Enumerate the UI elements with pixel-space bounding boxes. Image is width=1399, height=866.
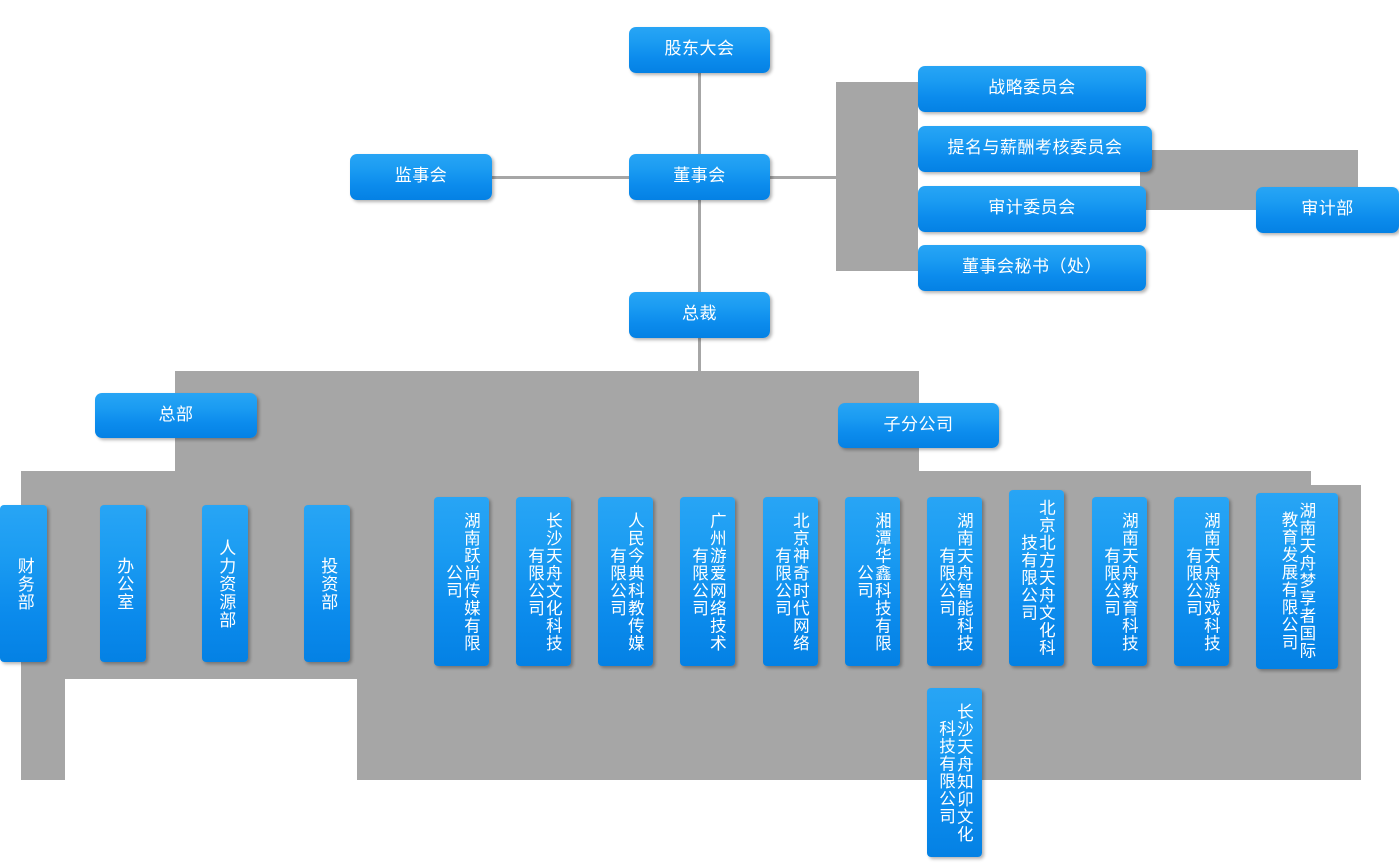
org-lower-backdrop-upper xyxy=(175,371,919,471)
node-supervisory-board[interactable]: 监事会 xyxy=(350,154,492,200)
node-subsidiary-10[interactable]: 湖南天舟梦享者国际教育发展有限公司 xyxy=(1256,493,1338,669)
connector-board-to-president xyxy=(698,200,701,293)
node-label: 子分公司 xyxy=(883,414,954,435)
node-board-secretary-office[interactable]: 董事会秘书（处） xyxy=(918,245,1146,291)
node-committee-audit[interactable]: 审计委员会 xyxy=(918,186,1146,232)
committee-bracket-backdrop xyxy=(836,82,918,271)
node-committee-strategy[interactable]: 战略委员会 xyxy=(918,66,1146,112)
node-label: 湖南天舟智能科技有限公司 xyxy=(936,511,974,652)
node-subsidiary-5[interactable]: 湘潭华鑫科技有限公司 xyxy=(845,497,900,666)
node-label: 董事会 xyxy=(673,166,726,187)
node-label: 北京北方天舟文化科技有限公司 xyxy=(1018,499,1056,657)
node-dept-finance[interactable]: 财务部 xyxy=(0,505,47,662)
node-label: 监事会 xyxy=(394,166,448,187)
node-label: 广州游爱网络技术有限公司 xyxy=(689,511,727,652)
node-label: 办公室 xyxy=(113,556,134,611)
node-committee-nomination-compensation[interactable]: 提名与薪酬考核委员会 xyxy=(918,126,1152,172)
node-subsidiary-6[interactable]: 湖南天舟智能科技有限公司 xyxy=(927,497,982,666)
node-subsidiary-7[interactable]: 北京北方天舟文化科技有限公司 xyxy=(1009,490,1064,666)
connector-president-to-divisions xyxy=(698,338,701,373)
connector-board-to-committees xyxy=(770,176,838,179)
node-subsidiary-8[interactable]: 湖南天舟教育科技有限公司 xyxy=(1092,497,1147,666)
node-audit-department[interactable]: 审计部 xyxy=(1256,187,1399,233)
node-label: 财务部 xyxy=(13,556,34,611)
node-board-of-directors[interactable]: 董事会 xyxy=(629,154,770,200)
node-label: 湖南天舟教育科技有限公司 xyxy=(1101,511,1139,652)
node-label: 审计部 xyxy=(1301,199,1354,220)
node-dept-human-resources[interactable]: 人力资源部 xyxy=(202,505,248,662)
node-label: 董事会秘书（处） xyxy=(962,257,1102,278)
node-label: 审计委员会 xyxy=(988,198,1076,219)
node-label: 投资部 xyxy=(317,556,338,611)
node-subsidiary-row2-0[interactable]: 长沙天舟知卯文化科技有限公司 xyxy=(927,688,982,857)
node-label: 股东大会 xyxy=(664,39,735,60)
node-president[interactable]: 总裁 xyxy=(629,292,770,338)
node-label: 湖南跃尚传媒有限公司 xyxy=(443,511,481,652)
node-shareholders-meeting[interactable]: 股东大会 xyxy=(629,27,770,73)
node-label: 长沙天舟文化科技有限公司 xyxy=(525,511,563,652)
node-label: 人民今典科教传媒有限公司 xyxy=(607,511,645,652)
node-label: 湖南天舟游戏科技有限公司 xyxy=(1183,511,1221,652)
connector-shareholders-to-board xyxy=(698,73,701,158)
node-label: 北京神奇时代网络有限公司 xyxy=(772,511,810,652)
node-subsidiary-9[interactable]: 湖南天舟游戏科技有限公司 xyxy=(1174,497,1229,666)
node-headquarters[interactable]: 总部 xyxy=(95,393,257,438)
node-subsidiary-2[interactable]: 人民今典科教传媒有限公司 xyxy=(598,497,653,666)
node-label: 提名与薪酬考核委员会 xyxy=(947,138,1123,159)
node-label: 人力资源部 xyxy=(215,538,236,629)
node-label: 总部 xyxy=(158,404,194,425)
org-lower-backdrop-bottom-left xyxy=(21,679,65,780)
node-subsidiary-1[interactable]: 长沙天舟文化科技有限公司 xyxy=(516,497,571,666)
node-label: 湖南天舟梦享者国际教育发展有限公司 xyxy=(1279,502,1316,660)
node-dept-investment[interactable]: 投资部 xyxy=(304,505,350,662)
org-lower-backdrop-bottom-right xyxy=(357,679,1277,780)
connector-supervisory-to-board xyxy=(492,176,630,179)
node-subsidiary-3[interactable]: 广州游爱网络技术有限公司 xyxy=(680,497,735,666)
node-label: 总裁 xyxy=(682,304,717,325)
node-subsidiary-4[interactable]: 北京神奇时代网络有限公司 xyxy=(763,497,818,666)
node-dept-office[interactable]: 办公室 xyxy=(100,505,146,662)
node-subsidiary-0[interactable]: 湖南跃尚传媒有限公司 xyxy=(434,497,489,666)
node-label: 湘潭华鑫科技有限公司 xyxy=(854,511,892,652)
node-subsidiaries[interactable]: 子分公司 xyxy=(838,403,999,448)
node-label: 战略委员会 xyxy=(988,78,1076,99)
node-label: 长沙天舟知卯文化科技有限公司 xyxy=(936,702,974,843)
